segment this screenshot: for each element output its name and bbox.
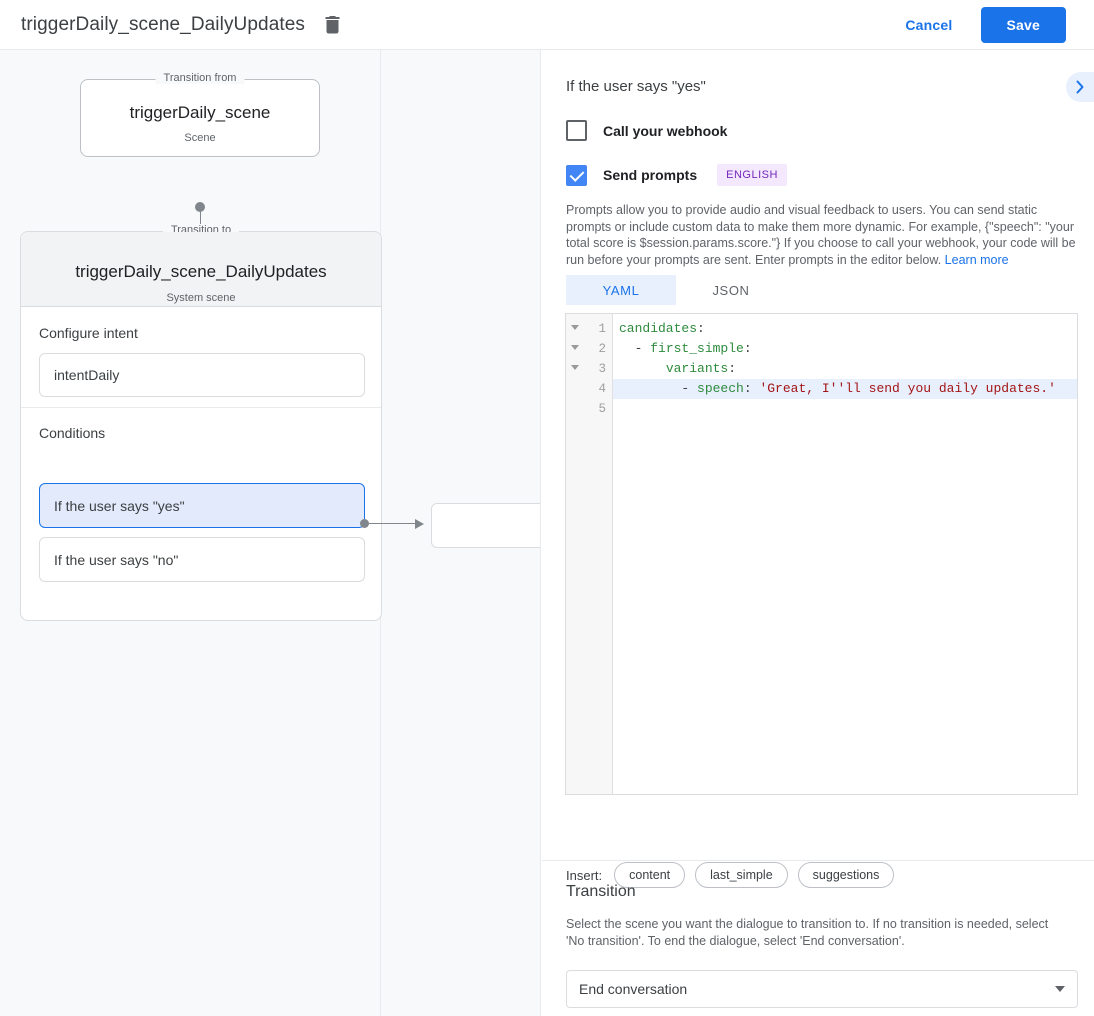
insert-row: Insert: content last_simple suggestions — [566, 862, 904, 888]
save-button[interactable]: Save — [980, 6, 1066, 43]
intent-value-field[interactable]: intentDaily — [39, 353, 365, 397]
code-line: candidates: — [613, 319, 1077, 339]
gutter-line[interactable]: 4 — [566, 379, 612, 399]
call-webhook-checkbox[interactable] — [566, 120, 587, 141]
cancel-button[interactable]: Cancel — [889, 8, 968, 42]
prompts-description-text: Prompts allow you to provide audio and v… — [566, 203, 1076, 267]
insert-chip-last-simple[interactable]: last_simple — [695, 862, 788, 888]
transition-from-subtitle: Scene — [184, 132, 216, 144]
code-token: variants — [665, 361, 729, 376]
code-line: - speech: 'Great, I''ll send you daily u… — [613, 379, 1077, 399]
condition-card-yes[interactable]: If the user says "yes" — [39, 483, 365, 528]
code-line: - first_simple: — [613, 339, 1077, 359]
transition-from-node[interactable]: Transition from triggerDaily_scene Scene — [80, 72, 320, 157]
line-number: 3 — [598, 362, 606, 376]
code-token: - — [619, 341, 651, 356]
condition-details-panel: If the user says "yes" Call your webhook… — [542, 50, 1094, 1016]
transition-to-node[interactable]: Transition to triggerDaily_scene_DailyUp… — [20, 224, 382, 621]
editor-code-area[interactable]: candidates: - first_simple: variants: - … — [613, 314, 1077, 794]
page-title: triggerDaily_scene_DailyUpdates — [21, 13, 306, 35]
conditions-label: Conditions — [39, 425, 106, 441]
code-line — [613, 399, 1077, 419]
condition-output-line — [369, 523, 417, 524]
code-token: candidates — [619, 321, 698, 336]
prompts-description: Prompts allow you to provide audio and v… — [566, 202, 1078, 268]
condition-output-arrow-icon — [415, 518, 424, 529]
gutter-line[interactable]: 3 — [566, 359, 612, 379]
scene-graph-canvas[interactable]: Transition from triggerDaily_scene Scene… — [0, 50, 541, 1016]
fold-triangle-icon[interactable] — [571, 345, 579, 350]
code-token — [619, 361, 666, 376]
insert-chip-suggestions[interactable]: suggestions — [797, 862, 895, 888]
format-tabs: YAML JSON — [566, 275, 786, 305]
configure-intent-section: Configure intent intentDaily — [21, 308, 381, 408]
transition-select-value: End conversation — [579, 981, 688, 997]
conditions-section: Conditions If the user says "yes" If the… — [21, 408, 381, 620]
transition-to-subtitle: System scene — [166, 292, 236, 304]
section-divider — [542, 860, 1094, 861]
condition-output-dot — [360, 519, 369, 528]
code-token: : — [728, 361, 737, 376]
code-token: first_simple — [650, 341, 744, 356]
code-token: speech — [697, 381, 744, 396]
line-number: 4 — [598, 382, 606, 396]
chevron-down-icon — [1055, 986, 1065, 992]
fold-triangle-icon[interactable] — [571, 365, 579, 370]
send-prompts-checkbox[interactable] — [566, 164, 587, 186]
tab-json[interactable]: JSON — [712, 282, 750, 298]
transition-select[interactable]: End conversation — [566, 970, 1078, 1008]
transition-from-title: triggerDaily_scene — [129, 103, 271, 122]
chevron-right-icon[interactable] — [1066, 72, 1094, 102]
learn-more-link[interactable]: Learn more — [944, 252, 1009, 267]
code-line: variants: — [613, 359, 1077, 379]
insert-label: Insert: — [566, 867, 603, 883]
delete-icon[interactable] — [319, 12, 345, 38]
fold-triangle-icon[interactable] — [571, 325, 579, 330]
prompt-code-editor[interactable]: 1 2 3 4 5 candidates: - first_simple: va… — [565, 313, 1078, 795]
gutter-line[interactable]: 2 — [566, 339, 612, 359]
send-prompts-label: Send prompts — [603, 167, 698, 183]
send-prompts-row[interactable]: Send prompts ENGLISH — [566, 164, 787, 186]
transition-section-title: Transition — [566, 883, 636, 900]
line-number: 2 — [598, 342, 606, 356]
line-number: 1 — [598, 322, 606, 336]
line-number: 5 — [598, 402, 606, 416]
code-token: : — [743, 341, 752, 356]
next-node-card[interactable] — [431, 503, 540, 548]
code-token: 'Great, I''ll send you daily updates.' — [759, 381, 1056, 396]
configure-intent-label: Configure intent — [39, 325, 138, 341]
transition-to-title: triggerDaily_scene_DailyUpdates — [75, 262, 327, 281]
transition-section-description: Select the scene you want the dialogue t… — [566, 917, 1049, 948]
gutter-line[interactable]: 5 — [566, 399, 612, 419]
panel-title: If the user says "yes" — [566, 78, 706, 95]
call-webhook-label: Call your webhook — [603, 122, 728, 139]
editor-gutter: 1 2 3 4 5 — [566, 314, 613, 794]
code-token: : — [743, 381, 760, 396]
language-badge: ENGLISH — [717, 164, 787, 186]
top-bar: triggerDaily_scene_DailyUpdates Cancel S… — [0, 0, 1094, 50]
code-token: - — [619, 381, 698, 396]
insert-chip-content[interactable]: content — [614, 862, 686, 888]
tab-yaml[interactable]: YAML — [566, 275, 676, 305]
transition-from-legend: Transition from — [155, 72, 245, 84]
gutter-line[interactable]: 1 — [566, 319, 612, 339]
code-token: : — [697, 321, 705, 336]
transition-to-header — [21, 232, 381, 307]
condition-card-no[interactable]: If the user says "no" — [39, 537, 365, 582]
call-webhook-row[interactable]: Call your webhook — [566, 120, 727, 141]
